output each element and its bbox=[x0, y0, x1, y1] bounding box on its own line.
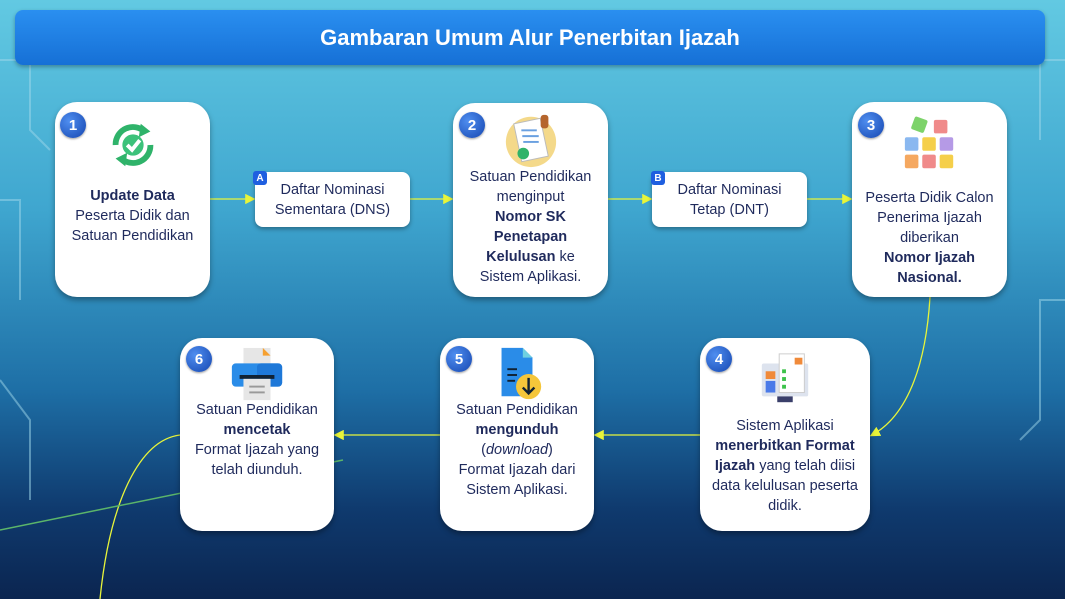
step-5-bold: mengunduh bbox=[475, 422, 559, 438]
step-5-italic: download bbox=[485, 442, 549, 458]
list-a-dns: Daftar Nominasi Sementara (DNS) bbox=[255, 172, 410, 227]
page-title: Gambaran Umum Alur Penerbitan Ijazah bbox=[15, 10, 1045, 65]
step-3-pre: Peserta Didik Calon Penerima Ijazah dibe… bbox=[865, 190, 994, 246]
file-download-icon bbox=[501, 347, 542, 400]
step-2-pre: Satuan Pendidikan menginput bbox=[469, 169, 592, 205]
printer-icon bbox=[231, 347, 283, 401]
step-5-badge: 5 bbox=[446, 346, 472, 372]
step-1-text: Peserta Didik dan Satuan Pendidikan bbox=[71, 208, 194, 244]
step-4-bold: menerbitkan Format Ijazah bbox=[714, 438, 855, 474]
step-1-badge: 1 bbox=[60, 112, 86, 138]
step-1-bold: Update Data bbox=[90, 188, 175, 204]
step-5-post: Format Ijazah dari Sistem Aplikasi. bbox=[458, 462, 576, 498]
number-blocks-icon bbox=[904, 116, 953, 169]
step-2-bold: Nomor SK Penetapan Kelulusan bbox=[486, 209, 568, 265]
step-6-pre: Satuan Pendidikan bbox=[196, 402, 318, 418]
step-6-badge: 6 bbox=[186, 346, 212, 372]
step-4-post: yang telah diisi data kelulusan peserta … bbox=[712, 458, 858, 514]
monitor-form-icon bbox=[761, 353, 809, 403]
step-2-badge: 2 bbox=[459, 112, 485, 138]
stamped-document-icon bbox=[505, 114, 556, 168]
step-4-card: Sistem Aplikasi menerbitkan Format Ijazah… bbox=[700, 338, 870, 531]
list-b-badge: B bbox=[651, 171, 665, 185]
step-2-post: ke Sistem Aplikasi. bbox=[479, 249, 582, 285]
step-6-bold: mencetak bbox=[223, 422, 291, 438]
step-3-bold: Nomor Ijazah Nasional. bbox=[883, 250, 976, 286]
step-4-badge: 4 bbox=[706, 346, 732, 372]
step-3-badge: 3 bbox=[858, 112, 884, 138]
step-5-pre: Satuan Pendidikan bbox=[456, 402, 578, 418]
step-4-pre: Sistem Aplikasi bbox=[736, 418, 834, 434]
list-a-badge: A bbox=[253, 171, 267, 185]
step-6-post: Format Ijazah yang telah diunduh. bbox=[194, 442, 320, 478]
refresh-check-icon bbox=[112, 123, 153, 167]
list-b-dnt: Daftar Nominasi Tetap (DNT) bbox=[652, 172, 807, 227]
